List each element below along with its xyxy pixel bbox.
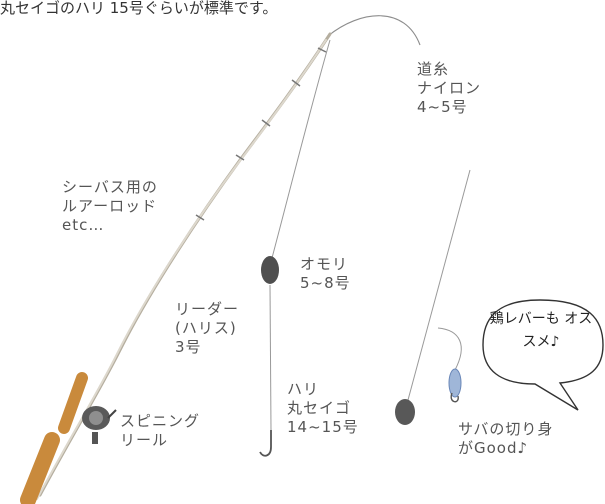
rod-guides — [195, 47, 327, 221]
label-michiito: 道糸 ナイロン 4~5号 — [417, 60, 482, 116]
michiito-line — [407, 169, 471, 401]
bubble-text: 鶏レバーも オススメ♪ — [489, 311, 593, 350]
bait-line — [437, 327, 462, 371]
fish-bait-icon — [448, 368, 462, 403]
leader-line — [269, 284, 272, 431]
speech-bubble — [482, 299, 604, 411]
top-caption: 丸セイゴのハリ 15号ぐらいが標準です。 — [0, 0, 278, 17]
label-omori: オモリ 5~8号 — [300, 255, 351, 292]
rod-fore-grip — [58, 372, 88, 434]
spinning-reel-icon — [82, 406, 117, 444]
main-line — [327, 15, 421, 46]
label-hook: ハリ 丸セイゴ 14~15号 — [287, 380, 359, 436]
bottom-sinker-icon — [395, 399, 415, 425]
line-to-sinker — [271, 39, 331, 259]
sinker-icon — [261, 256, 279, 284]
rod-rear-grip — [20, 432, 60, 504]
fishing-hook-icon — [259, 430, 272, 457]
label-reel: スピニング リール — [120, 412, 201, 449]
label-rod: シーバス用の ルアーロッド etc… — [62, 178, 158, 234]
label-leader: リーダー (ハリス) 3号 — [175, 300, 240, 356]
label-bait: サバの切り身 がGood♪ — [458, 420, 554, 457]
